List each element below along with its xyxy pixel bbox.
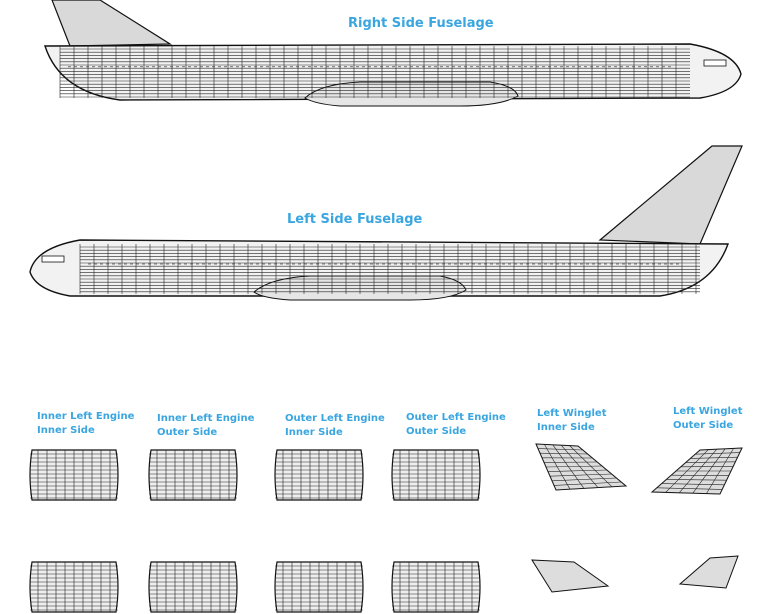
engine-mesh-8 [390,560,482,614]
engine-label-1-line2: Inner Side [37,424,134,438]
engine-mesh-3 [273,448,365,502]
engine-label-2-line2: Outer Side [157,426,254,440]
engine-label-1-line1: Inner Left Engine [37,410,134,424]
engine-label-3-line1: Outer Left Engine [285,412,385,426]
engine-mesh-2 [147,448,239,502]
winglet-mesh-inner-2 [528,556,628,596]
engine-mesh-1 [28,448,120,502]
engine-mesh-6 [147,560,239,614]
winglet-mesh-inner [530,440,630,496]
right-fuselage-mesh [0,0,768,120]
engine-label-3-line2: Inner Side [285,426,385,440]
winglet-mesh-outer-2 [650,554,750,594]
engine-label-4: Outer Left Engine Outer Side [406,411,506,439]
engine-label-2-line1: Inner Left Engine [157,412,254,426]
winglet-label-2-line1: Left Winglet [673,405,743,419]
engine-label-3: Outer Left Engine Inner Side [285,412,385,440]
winglet-label-1-line2: Inner Side [537,421,607,435]
engine-label-4-line1: Outer Left Engine [406,411,506,425]
winglet-label-2: Left Winglet Outer Side [673,405,743,433]
engine-label-2: Inner Left Engine Outer Side [157,412,254,440]
engine-mesh-5 [28,560,120,614]
engine-label-4-line2: Outer Side [406,425,506,439]
winglet-label-1-line1: Left Winglet [537,407,607,421]
winglet-label-1: Left Winglet Inner Side [537,407,607,435]
engine-label-1: Inner Left Engine Inner Side [37,410,134,438]
winglet-label-2-line2: Outer Side [673,419,743,433]
engine-mesh-7 [273,560,365,614]
engine-mesh-4 [390,448,482,502]
winglet-mesh-outer [650,444,750,496]
left-fuselage-mesh [0,140,768,310]
